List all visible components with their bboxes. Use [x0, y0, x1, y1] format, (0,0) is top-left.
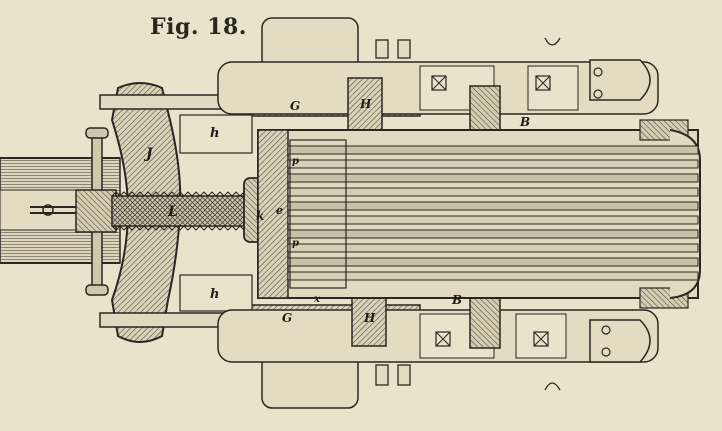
- label-G-bottom: G: [282, 311, 292, 325]
- label-h-top: h: [210, 126, 219, 141]
- chamber-h-top: [179, 114, 253, 154]
- ears: [375, 37, 561, 391]
- label-G-top: G: [290, 99, 300, 113]
- label-H-bottom: H: [363, 311, 376, 325]
- hand-wheel: [75, 127, 117, 296]
- label-e: e: [276, 204, 283, 217]
- label-H-top: H: [359, 97, 372, 111]
- tube-bundle: [287, 139, 699, 289]
- figure-title: Fig. 18.: [150, 14, 247, 40]
- label-k: k: [256, 209, 264, 223]
- label-B-top: B: [519, 115, 530, 129]
- frame-top: [217, 17, 659, 145]
- label-p-2: p: [292, 238, 299, 249]
- label-L: L: [167, 204, 178, 220]
- label-x: x: [313, 294, 321, 305]
- press-cylinder: [257, 119, 701, 309]
- label-h-bottom: h: [210, 287, 219, 302]
- chamber-h-bottom: [179, 274, 253, 312]
- label-p-1: p: [292, 156, 299, 167]
- label-J: J: [143, 146, 154, 162]
- label-B-bottom: B: [451, 293, 462, 307]
- threaded-screw: [111, 191, 253, 231]
- frame-bottom: [217, 289, 659, 409]
